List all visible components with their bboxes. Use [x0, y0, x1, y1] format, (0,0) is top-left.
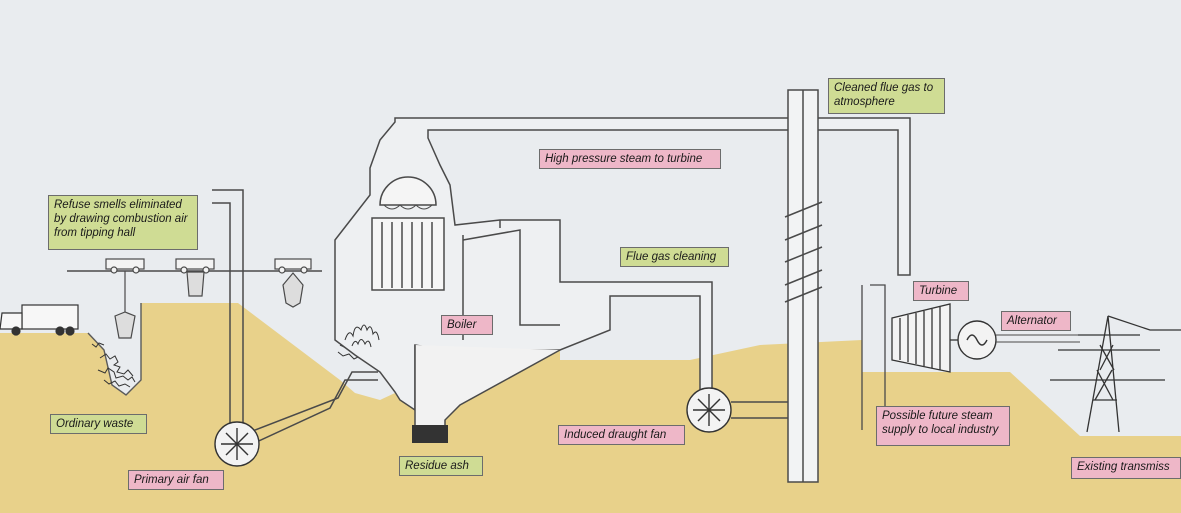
cleaned-flue-gas-label: Cleaned flue gas to atmosphere [828, 78, 945, 114]
residue-ash-pile [412, 425, 448, 443]
turbine-label: Turbine [913, 281, 969, 301]
fan-icon [686, 387, 732, 433]
flue-gas-cleaning-label: Flue gas cleaning [620, 247, 729, 267]
flames-icon [344, 324, 380, 348]
residue-ash-label: Residue ash [399, 456, 483, 476]
boiler [334, 117, 911, 412]
crane-grab-icon [105, 258, 312, 339]
alternator-label: Alternator [1001, 311, 1071, 331]
waste-pit [87, 303, 142, 396]
high-pressure-steam-label: High pressure steam to turbine [539, 149, 721, 169]
existing-transmission-label: Existing transmiss [1071, 457, 1181, 479]
ordinary-waste-label: Ordinary waste [50, 414, 147, 434]
transmission-pylon-icon [1050, 315, 1181, 433]
fan-icon [214, 421, 260, 467]
refuse-truck-icon [0, 304, 79, 336]
alternator-icon [957, 320, 997, 360]
induced-draught-fan-label: Induced draught fan [558, 425, 685, 445]
chimney-stack [784, 89, 823, 483]
refuse-smells-label: Refuse smells eliminated by drawing comb… [48, 195, 198, 250]
boiler-label: Boiler [441, 315, 493, 335]
future-steam-label: Possible future steam supply to local in… [876, 406, 1010, 446]
turbine-icon [891, 303, 958, 373]
primary-air-fan-label: Primary air fan [128, 470, 224, 490]
ordinary-waste-pile [91, 342, 136, 388]
ground-area [0, 303, 1181, 513]
